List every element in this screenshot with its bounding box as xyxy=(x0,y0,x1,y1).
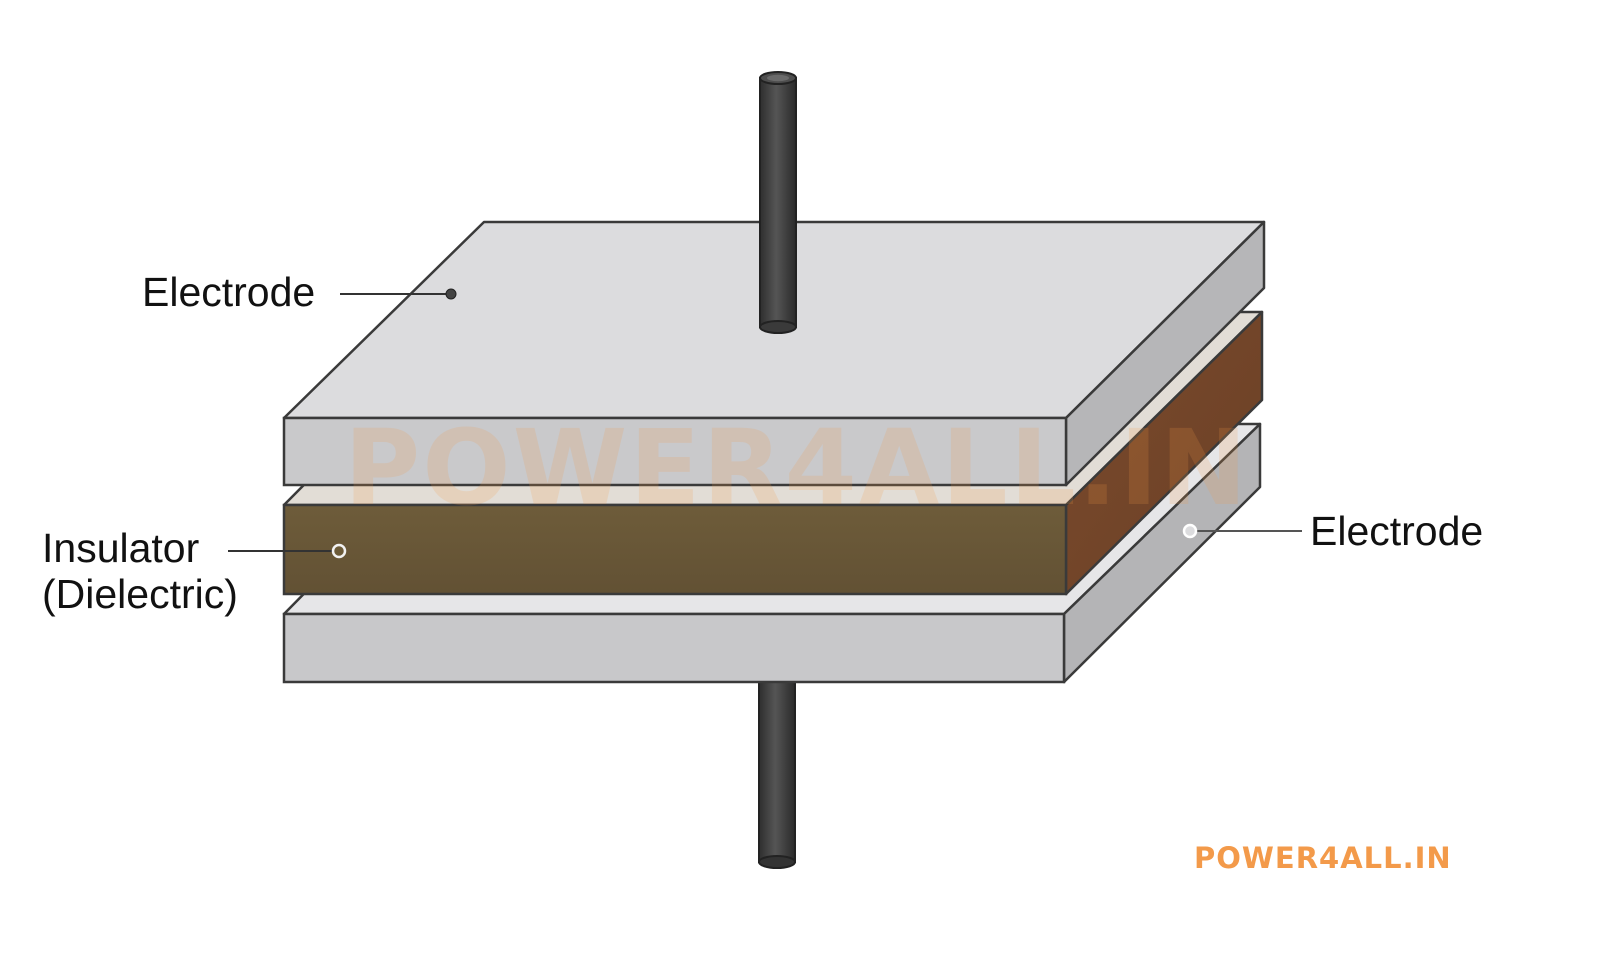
top-electrode-label: Electrode xyxy=(142,269,315,315)
watermark-text: POWER4ALL.IN xyxy=(344,407,1249,529)
top-terminal xyxy=(759,71,797,334)
label-top-electrode: Electrode xyxy=(142,269,457,315)
label-bottom-electrode: Electrode xyxy=(1182,508,1483,554)
top-plate-front-face xyxy=(282,416,1068,487)
label-insulator: Insulator (Dielectric) xyxy=(42,525,347,617)
brand-text: POWER4ALL.IN xyxy=(1194,841,1452,875)
dielectric-front-face xyxy=(282,503,1068,596)
insulator-label-line2: (Dielectric) xyxy=(42,571,238,617)
bottom-electrode-label: Electrode xyxy=(1310,508,1483,554)
insulator-label-line1: Insulator xyxy=(42,525,199,571)
bottom-plate-front-face xyxy=(282,612,1066,684)
